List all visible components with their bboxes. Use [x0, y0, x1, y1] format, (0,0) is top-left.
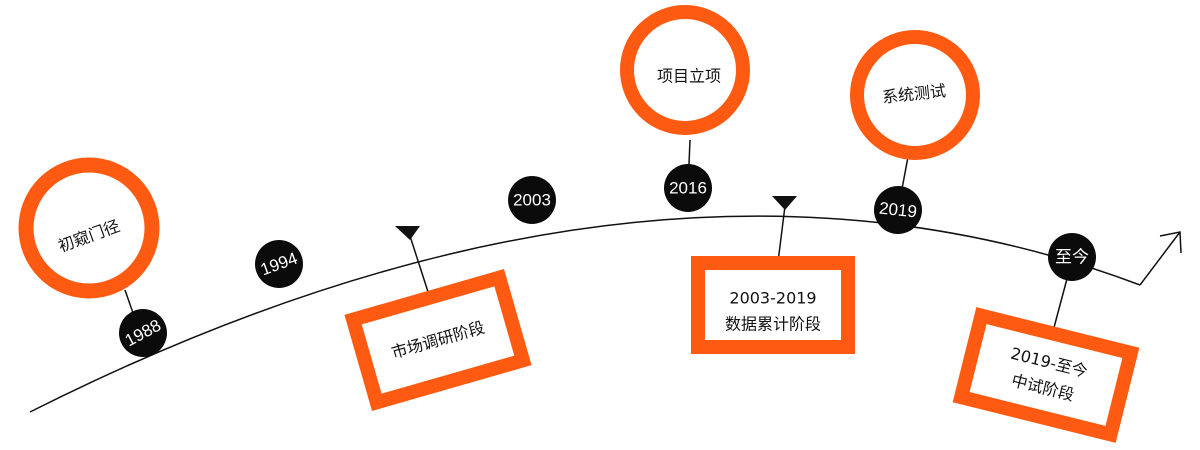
year-node-now: 至今: [1048, 233, 1096, 281]
milestone-circle-2: 项目立项: [620, 5, 750, 135]
timeline-arrow-icon: [1139, 231, 1182, 286]
year-node-1994: 1994: [255, 240, 303, 288]
timeline-curve: [29, 215, 1141, 413]
stage-line: 数据累计阶段: [725, 315, 821, 334]
year-label: 2016: [669, 179, 707, 198]
milestone-label: 项目立项: [657, 67, 721, 86]
stage-box-3: 2019-至今 中试阶段: [952, 307, 1140, 443]
year-label: 至今: [1055, 248, 1089, 267]
year-node-2003: 2003: [508, 176, 556, 224]
stage-box-1: 市场调研阶段: [344, 269, 532, 411]
year-node-1988: 1988: [119, 309, 167, 357]
stage-line: 2003-2019: [729, 289, 816, 308]
milestone-circle-3: 系统测试: [850, 30, 980, 160]
marker-stage-1: [395, 226, 420, 240]
marker-stage-2: [772, 196, 797, 210]
milestone-circle-1: 初窥门径: [18, 157, 160, 299]
connector-stage-2: [777, 205, 786, 263]
year-node-2019: 2019: [874, 186, 922, 234]
year-node-2016: 2016: [664, 164, 712, 212]
year-label: 2019: [878, 199, 918, 222]
year-label: 2003: [513, 191, 551, 210]
connector-stage-1: [409, 235, 431, 299]
stage-box-2: 2003-2019 数据累计阶段: [691, 256, 855, 354]
